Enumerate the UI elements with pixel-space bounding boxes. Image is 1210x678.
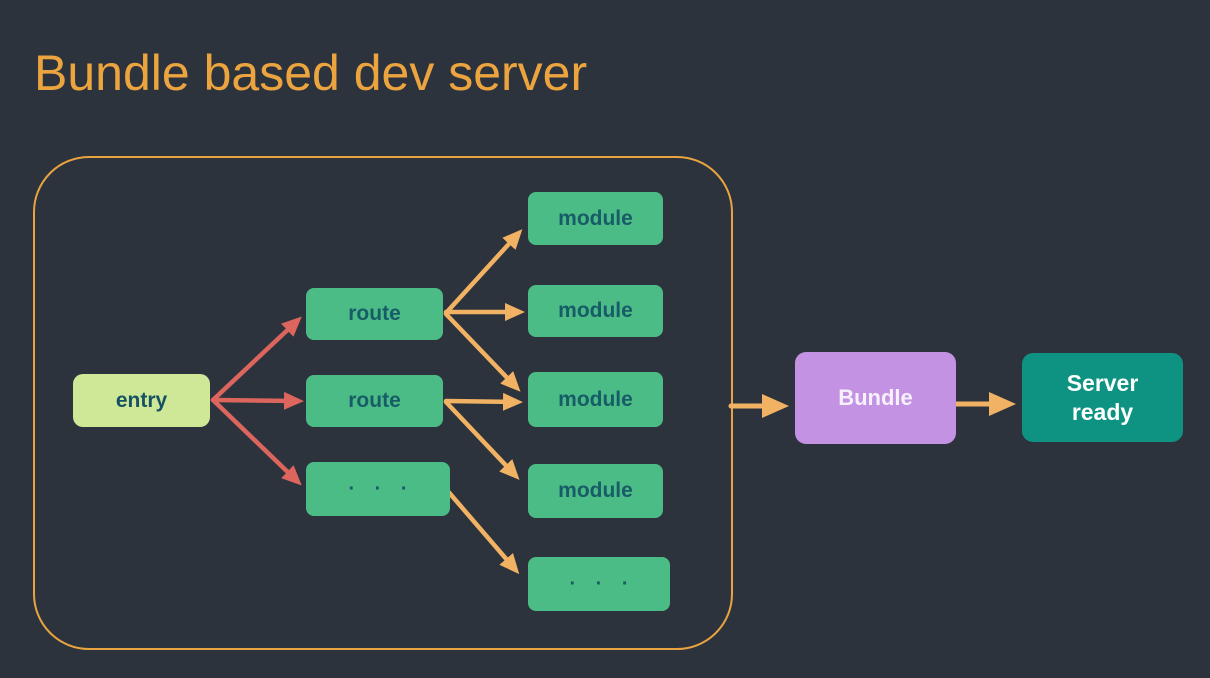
module-node-3: module xyxy=(528,372,663,427)
entry-node-label: entry xyxy=(115,388,168,412)
module-node-more: · · · xyxy=(528,557,670,611)
route-node-1-label: route xyxy=(348,302,401,325)
module-node-4-label: module xyxy=(558,479,633,502)
bundle-scope-container xyxy=(33,156,733,650)
module-node-more-label: · · · xyxy=(569,572,636,595)
module-node-1-label: module xyxy=(558,206,633,230)
server-ready-line2: ready xyxy=(1071,398,1134,425)
module-node-4: module xyxy=(528,464,663,518)
entry-node: entry xyxy=(73,374,210,427)
bundle-node: Bundle xyxy=(795,352,956,444)
route-node-more: · · · xyxy=(306,462,450,516)
module-node-1: module xyxy=(528,192,663,245)
module-node-3-label: module xyxy=(558,387,633,411)
module-node-2-label: module xyxy=(558,299,633,322)
slide-title: Bundle based dev server xyxy=(34,45,588,101)
server-ready-line1: Server xyxy=(1066,369,1139,396)
bundle-node-label: Bundle xyxy=(838,385,913,410)
route-node-more-label: · · · xyxy=(348,477,415,500)
route-node-2: route xyxy=(306,375,443,427)
route-node-1: route xyxy=(306,288,443,340)
module-node-2: module xyxy=(528,285,663,337)
route-node-2-label: route xyxy=(348,389,401,412)
server-ready-node: Server ready xyxy=(1022,353,1183,442)
